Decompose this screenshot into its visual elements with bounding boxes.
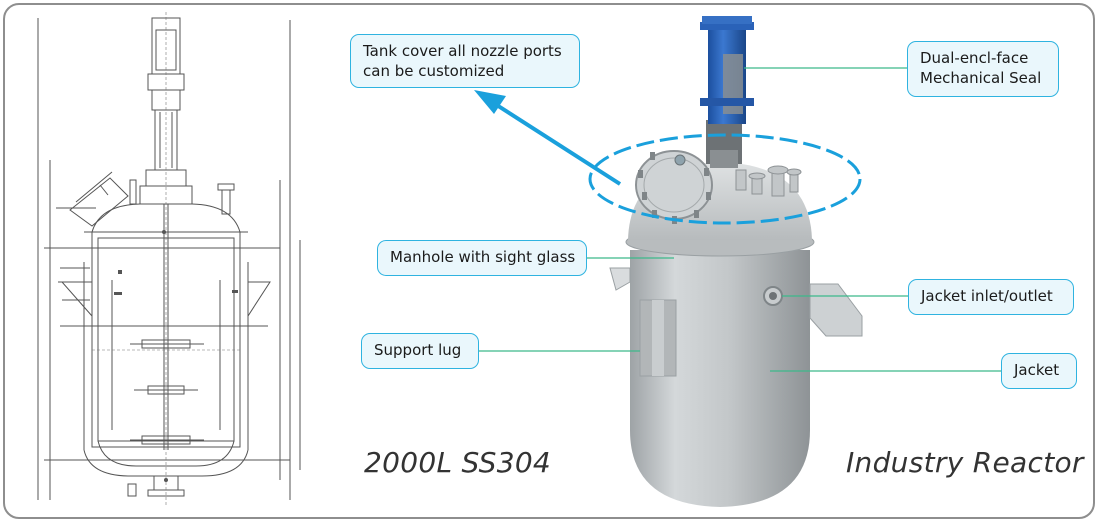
caption-capacity: 2000L SS304 bbox=[364, 446, 552, 479]
caption-product: Industry Reactor bbox=[846, 446, 1084, 479]
jacket-shell bbox=[630, 250, 810, 507]
support-lug-left bbox=[609, 267, 631, 291]
manhole-cover bbox=[635, 150, 713, 220]
callout-manhole: Manhole with sight glass bbox=[377, 240, 587, 276]
callout-jacket-inlet: Jacket inlet/outlet bbox=[908, 279, 1074, 315]
highlight-ellipse bbox=[588, 133, 862, 225]
sight-glass bbox=[674, 154, 686, 166]
callout-mechanical-seal: Dual-encl-face Mechanical Seal bbox=[907, 41, 1059, 97]
callout-tank-cover: Tank cover all nozzle ports can be custo… bbox=[350, 34, 580, 88]
arrow-head bbox=[474, 90, 506, 114]
support-lug-right bbox=[809, 283, 863, 337]
callout-support-lug: Support lug bbox=[361, 333, 479, 369]
callout-jacket: Jacket bbox=[1001, 353, 1077, 389]
